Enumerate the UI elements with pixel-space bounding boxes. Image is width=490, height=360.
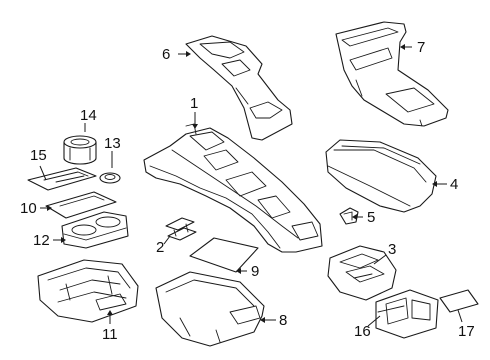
part-4-armrest — [325, 139, 437, 213]
callout-6: 6 — [162, 46, 170, 63]
callout-10: 10 — [20, 200, 37, 217]
callout-7: 7 — [417, 39, 425, 56]
part-9-floor-mat — [189, 237, 259, 273]
callout-12: 12 — [33, 232, 50, 249]
part-15-mat-pad — [27, 167, 97, 191]
callout-2: 2 — [156, 239, 164, 256]
part-7-console-top-trim — [335, 21, 449, 127]
part-1-center-console-body — [143, 123, 323, 253]
callout-17: 17 — [458, 323, 475, 340]
part-14-cup-holder-insert — [63, 135, 97, 165]
part-6-upper-trim-bezel — [185, 35, 293, 141]
part-11-storage-frame — [37, 259, 139, 323]
callout-11: 11 — [102, 326, 118, 343]
callout-9: 9 — [251, 263, 259, 280]
leader-lines — [39, 44, 463, 327]
callout-5: 5 — [367, 209, 375, 226]
callout-16: 16 — [354, 323, 371, 340]
callout-labels: 6 1 7 4 5 3 9 8 14 13 15 10 12 2 11 16 1… — [20, 39, 475, 343]
callout-15: 15 — [30, 147, 47, 164]
part-3-rear-vent-housing — [327, 245, 397, 301]
part-17-cover-plate — [439, 289, 479, 313]
callout-8: 8 — [279, 312, 287, 329]
part-16-rear-vent-panel — [375, 289, 439, 339]
callout-14: 14 — [80, 107, 97, 124]
part-8-storage-bin — [155, 271, 265, 347]
callout-1: 1 — [190, 95, 198, 112]
part-12-cup-holder — [61, 211, 129, 249]
part-13-round-cap — [99, 172, 121, 184]
callout-13: 13 — [104, 135, 121, 152]
callout-3: 3 — [388, 241, 396, 258]
callout-4: 4 — [450, 176, 458, 193]
part-2-clip-bracket — [165, 217, 197, 241]
part-10-liner-pad — [45, 191, 117, 219]
